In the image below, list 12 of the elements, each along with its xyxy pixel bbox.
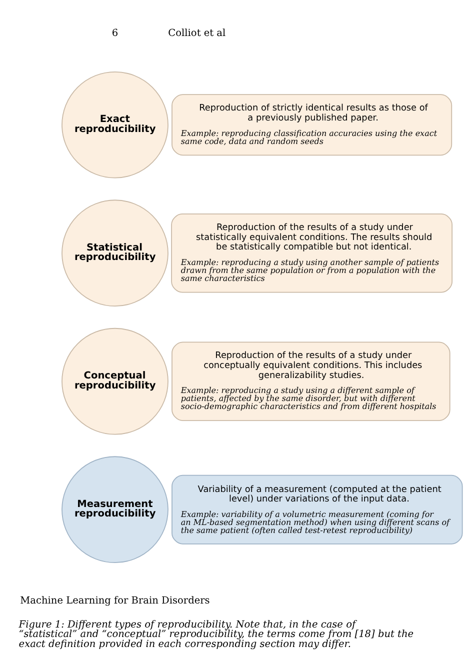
node-box: Reproduction of the results of a study under statistically equivalent conditions. The results should be statistically compatible but not identical. Example: reproducing a study using another sample of patients drawn from the same population or from a population with the same characteristics	[171, 213, 453, 292]
label: Machine Learning for Brain Disorders	[20, 594, 210, 606]
node-box: Variability of a measurement (computed at the patient level) under variations of the input data. Example: variability of a volumetric measurement (coming for an ML-based segmentation method) when using different scans of the same patient (often called test-retest reproducibility)	[172, 474, 463, 544]
node-circle: Measurement reproducibility	[62, 456, 168, 563]
node-circle: Conceptual reproducibility	[62, 327, 168, 434]
caption: Figure 1: Different types of reproducibility. Note that, in the case of “statistical” and “conceptual” reproducibility, the terms come from [18] but the exact definition provided in each corresponding section may differ.	[18, 618, 414, 650]
node-box: Reproduction of strictly identical results as those of a previously published paper. Example: reproducing classification accuracies using the exact same code, data and random seeds	[172, 94, 452, 156]
node-box: Reproduction of the results of a study under conceptually equivalent conditions. This includes generalizability studies. Example: reproducing a study using a different sample of patients, affected by the same disorder, but with different socio-demographic characteristics and from different hospitals	[172, 341, 450, 420]
label: Colliot et al	[168, 28, 226, 39]
node-circle: Exact reproducibility	[62, 70, 168, 178]
label: 6	[112, 28, 118, 39]
node-circle: Statistical reproducibility	[62, 199, 168, 306]
